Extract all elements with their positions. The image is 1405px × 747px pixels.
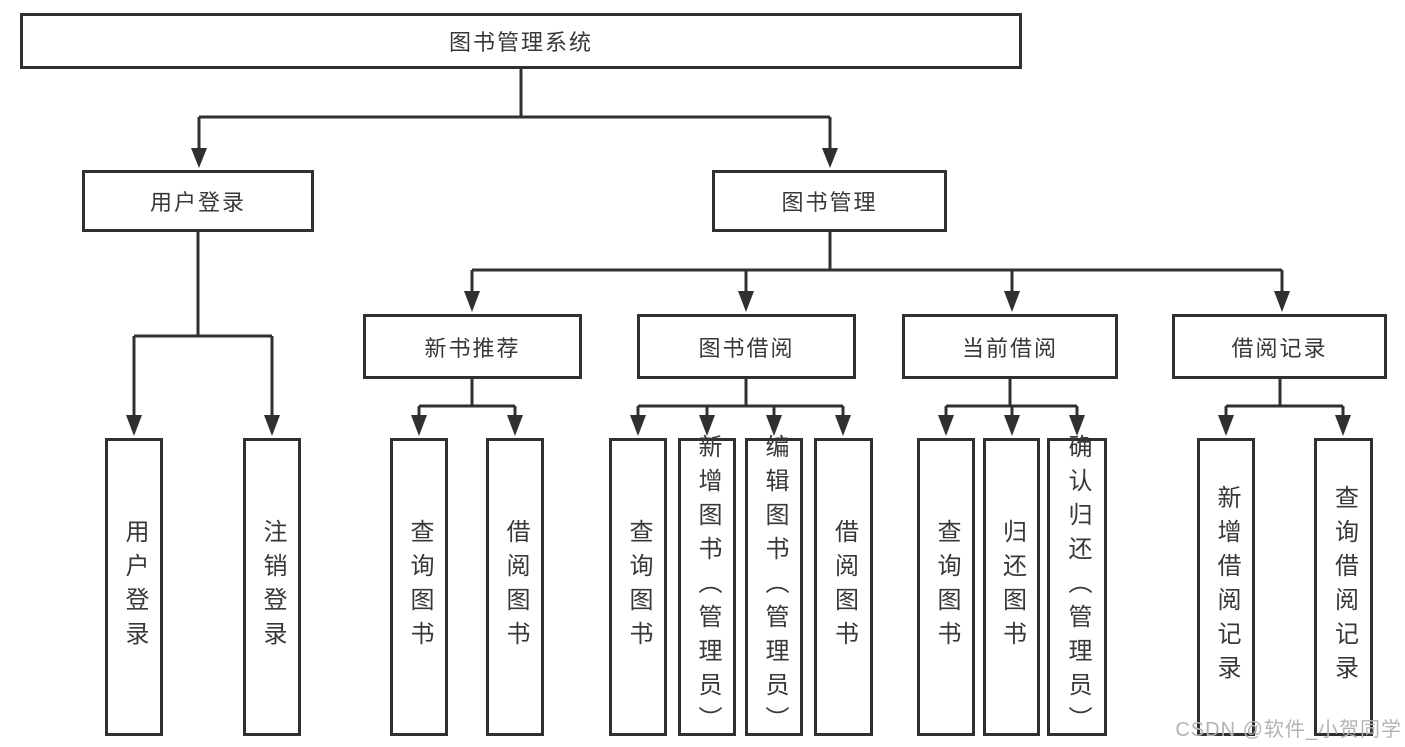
leaf-label: 用户登录 [121,519,148,655]
node-user-login: 用户登录 [82,170,314,232]
node-new-book-recommend: 新书推荐 [363,314,582,379]
leaf-label: 新增图书（管理员） [694,434,721,740]
leaf-confirm-return-admin: 确认归还（管理员） [1047,434,1107,740]
node-library-management-system: 图书管理系统 [20,13,1022,69]
leaf-query-borrow-record: 查询借阅记录 [1314,438,1373,736]
leaf-label: 查询图书 [933,519,960,655]
node-borrow-records: 借阅记录 [1172,314,1387,379]
watermark: CSDN @软件_小贺同学 [1175,719,1402,741]
leaf-user-login: 用户登录 [105,438,163,736]
leaf-query-books-borrow: 查询图书 [609,438,667,736]
leaf-label: 归还图书 [998,519,1026,655]
leaf-label: 确认归还（管理员） [1064,434,1091,740]
leaf-edit-books-admin: 编辑图书（管理员） [745,434,803,740]
leaf-label: 借阅图书 [830,519,858,655]
leaf-logout: 注销登录 [243,438,301,736]
leaf-add-books-admin: 新增图书（管理员） [678,434,736,740]
leaf-query-books-current: 查询图书 [917,438,975,736]
leaf-label: 查询借阅记录 [1330,485,1358,689]
node-book-management: 图书管理 [712,170,947,232]
leaf-label: 查询图书 [625,519,652,655]
node-current-borrow: 当前借阅 [902,314,1118,379]
leaf-return-books: 归还图书 [983,438,1040,736]
node-book-borrow: 图书借阅 [637,314,856,379]
leaf-label: 查询图书 [406,519,433,655]
leaf-borrow-books-recommend: 借阅图书 [486,438,544,736]
leaf-borrow-books: 借阅图书 [814,438,873,736]
leaf-label: 注销登录 [259,519,286,655]
leaf-query-books-recommend: 查询图书 [390,438,448,736]
leaf-label: 新增借阅记录 [1213,485,1240,689]
leaf-label: 借阅图书 [502,519,529,655]
leaf-label: 编辑图书（管理员） [761,434,788,740]
leaf-add-borrow-record: 新增借阅记录 [1197,438,1255,736]
